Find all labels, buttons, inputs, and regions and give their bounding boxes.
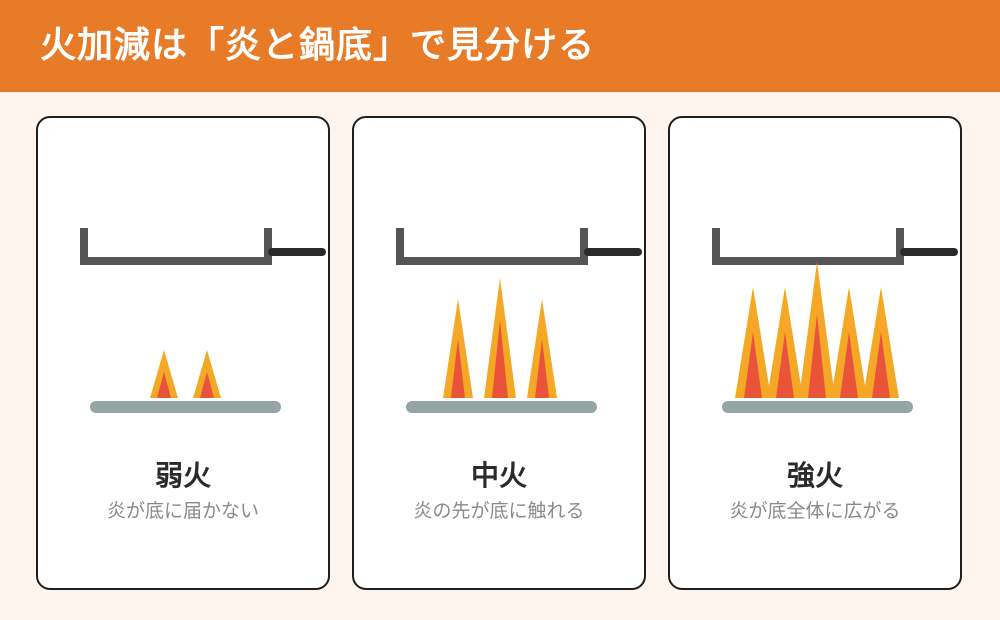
pan-icon xyxy=(80,228,326,265)
pan-icon xyxy=(712,228,958,265)
panel-heat-level: 弱火 xyxy=(154,459,211,492)
flame-icon xyxy=(150,350,221,398)
high-heat-illustration xyxy=(712,228,958,413)
title-banner: 火加減は「炎と鍋底」で見分ける xyxy=(0,0,1000,92)
low-heat-illustration xyxy=(80,228,326,413)
panel-heat-level: 強火 xyxy=(786,459,843,492)
flame-icon xyxy=(443,278,557,398)
medium-heat-illustration xyxy=(396,228,642,413)
panel-description: 炎の先が底に触れる xyxy=(413,500,585,522)
panel-medium-heat: 中火 炎の先が底に触れる xyxy=(352,116,646,590)
pan-icon xyxy=(396,228,642,265)
panel-description: 炎が底に届かない xyxy=(106,500,259,522)
panel-high-heat: 強火 炎が底全体に広がる xyxy=(668,116,962,590)
panel-description: 炎が底全体に広がる xyxy=(729,500,901,522)
panel-heat-level: 中火 xyxy=(470,459,527,492)
page-title: 火加減は「炎と鍋底」で見分ける xyxy=(40,25,596,66)
flame-icon xyxy=(735,262,899,398)
panel-low-heat: 弱火 炎が底に届かない xyxy=(36,116,330,590)
